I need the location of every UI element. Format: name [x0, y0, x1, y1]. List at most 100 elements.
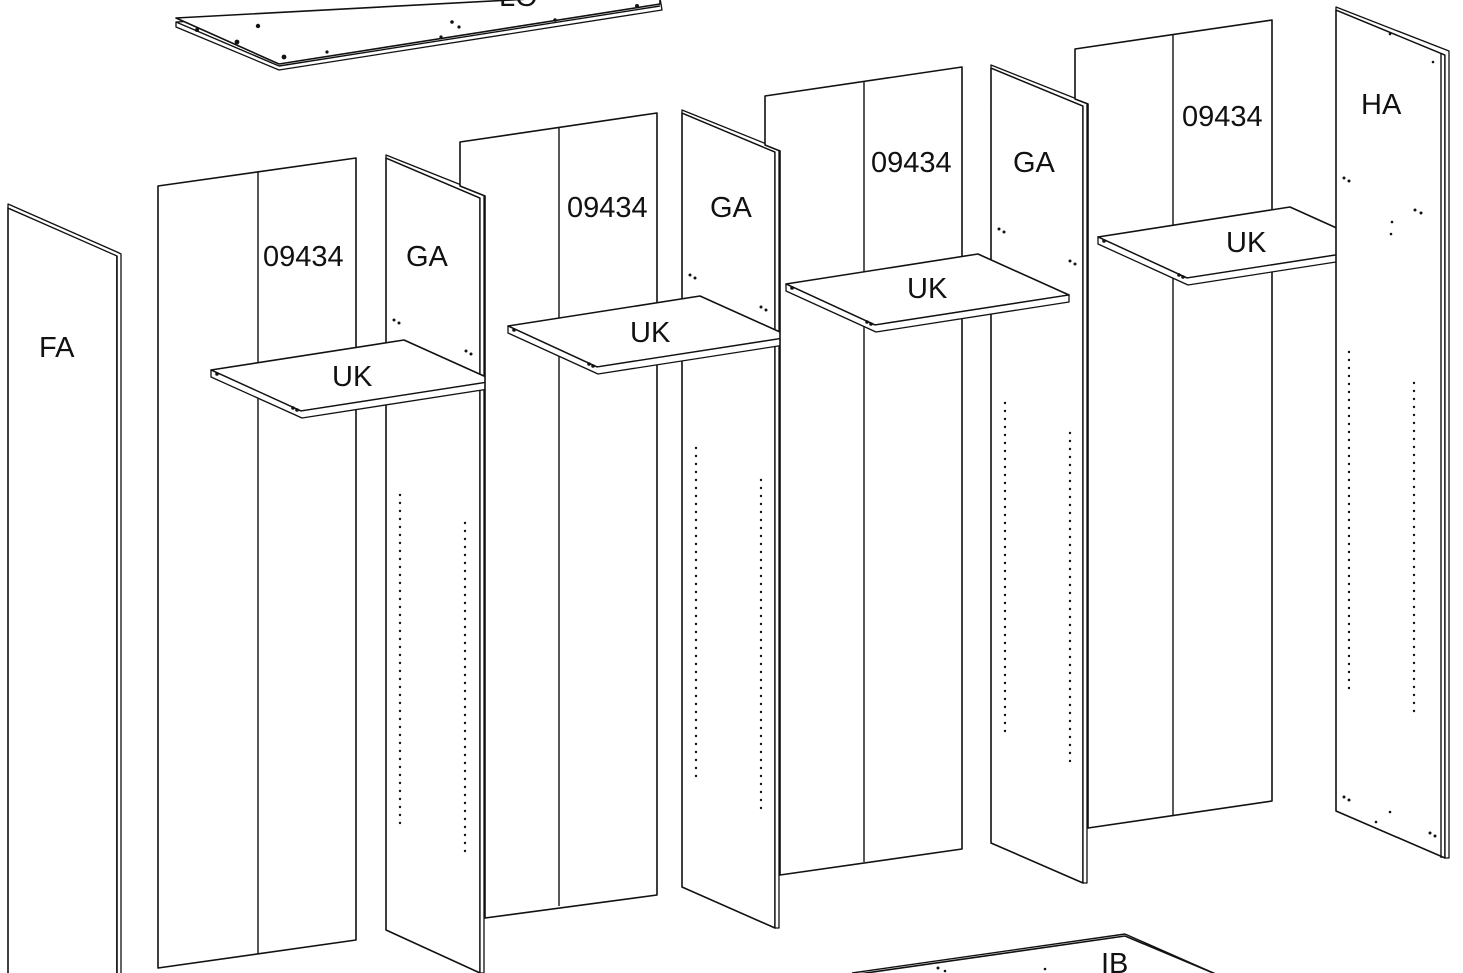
pin-hole [1412, 413, 1416, 417]
pin-hole [398, 557, 402, 561]
pin-hole [759, 638, 763, 642]
pin-hole [759, 502, 763, 506]
pin-hole [398, 565, 402, 569]
pin-hole [759, 742, 763, 746]
pin-hole [694, 590, 698, 594]
pin-hole [1412, 437, 1416, 441]
pin-hole [398, 661, 402, 665]
pin-hole [1347, 630, 1351, 634]
pin-hole [1412, 461, 1416, 465]
pin-hole [1412, 677, 1416, 681]
pin-hole [1003, 537, 1007, 541]
pin-hole [1068, 511, 1072, 515]
pin-hole [398, 725, 402, 729]
pin-hole [1068, 655, 1072, 659]
right-side-panel-label: HA [1361, 89, 1402, 121]
pin-hole [1003, 473, 1007, 477]
pin-hole [759, 782, 763, 786]
left-side-panel: FA [7, 203, 122, 973]
pin-hole [694, 494, 698, 498]
pin-hole [759, 606, 763, 610]
pin-hole [398, 669, 402, 673]
pin-hole [759, 518, 763, 522]
back-panel-2: 09434 [459, 112, 658, 919]
pin-hole [759, 750, 763, 754]
pin-hole [1003, 425, 1007, 429]
pin-hole [1003, 641, 1007, 645]
pin-hole [1003, 593, 1007, 597]
pin-hole [694, 766, 698, 770]
pin-hole [1412, 653, 1416, 657]
pin-hole [1347, 358, 1351, 362]
pin-hole [759, 534, 763, 538]
pin-hole [694, 710, 698, 714]
pin-hole [694, 446, 698, 450]
pin-hole [1347, 502, 1351, 506]
pin-hole [1412, 445, 1416, 449]
pin-hole [1068, 759, 1072, 763]
pin-hole [1347, 382, 1351, 386]
pin-hole [463, 809, 467, 813]
pin-hole [694, 510, 698, 514]
pin-hole [1003, 529, 1007, 533]
pin-hole [1347, 366, 1351, 370]
pin-hole [1003, 481, 1007, 485]
pin-hole [759, 798, 763, 802]
pin-hole [1412, 701, 1416, 705]
pin-hole [1412, 605, 1416, 609]
pin-hole [1068, 639, 1072, 643]
pin-hole [1412, 525, 1416, 529]
pin-hole [1347, 598, 1351, 602]
pin-hole [1068, 671, 1072, 675]
pin-hole [759, 582, 763, 586]
pin-hole [398, 597, 402, 601]
pin-hole [1068, 703, 1072, 707]
pin-hole [398, 765, 402, 769]
pin-hole [1068, 559, 1072, 563]
pin-hole [1412, 485, 1416, 489]
pin-hole [398, 621, 402, 625]
pin-hole [1347, 654, 1351, 658]
pin-hole [1068, 455, 1072, 459]
pin-hole [1003, 633, 1007, 637]
pin-hole [463, 689, 467, 693]
pin-hole [398, 813, 402, 817]
pin-hole [694, 582, 698, 586]
pin-hole [694, 606, 698, 610]
pin-hole [694, 566, 698, 570]
pin-hole [398, 685, 402, 689]
divider-panel-1: GA [385, 154, 485, 973]
pin-hole [463, 697, 467, 701]
shelf-pin-hole-row [759, 478, 763, 810]
pin-hole [1347, 582, 1351, 586]
pin-hole [694, 542, 698, 546]
back-panel-1-label: 09434 [263, 241, 344, 273]
pin-hole [1003, 649, 1007, 653]
pin-hole [398, 757, 402, 761]
pin-hole [1412, 397, 1416, 401]
pin-hole [694, 502, 698, 506]
pin-hole [694, 518, 698, 522]
pin-hole [463, 609, 467, 613]
pin-hole [694, 614, 698, 618]
pin-hole [398, 493, 402, 497]
pin-hole [1068, 599, 1072, 603]
pin-hole [1003, 705, 1007, 709]
shelf-3-label: UK [907, 273, 948, 305]
shelf-2-label: UK [630, 317, 671, 349]
pin-hole [1003, 417, 1007, 421]
pin-hole [1003, 521, 1007, 525]
pin-hole [1412, 429, 1416, 433]
pin-hole [1068, 543, 1072, 547]
pin-hole [1003, 617, 1007, 621]
pin-hole [1347, 494, 1351, 498]
pin-hole [694, 478, 698, 482]
shelf-pin-hole-row [463, 521, 467, 853]
pin-hole [1347, 374, 1351, 378]
pin-hole [398, 717, 402, 721]
back-panel-2-label: 09434 [567, 192, 648, 224]
pin-hole [1068, 711, 1072, 715]
pin-hole [759, 774, 763, 778]
